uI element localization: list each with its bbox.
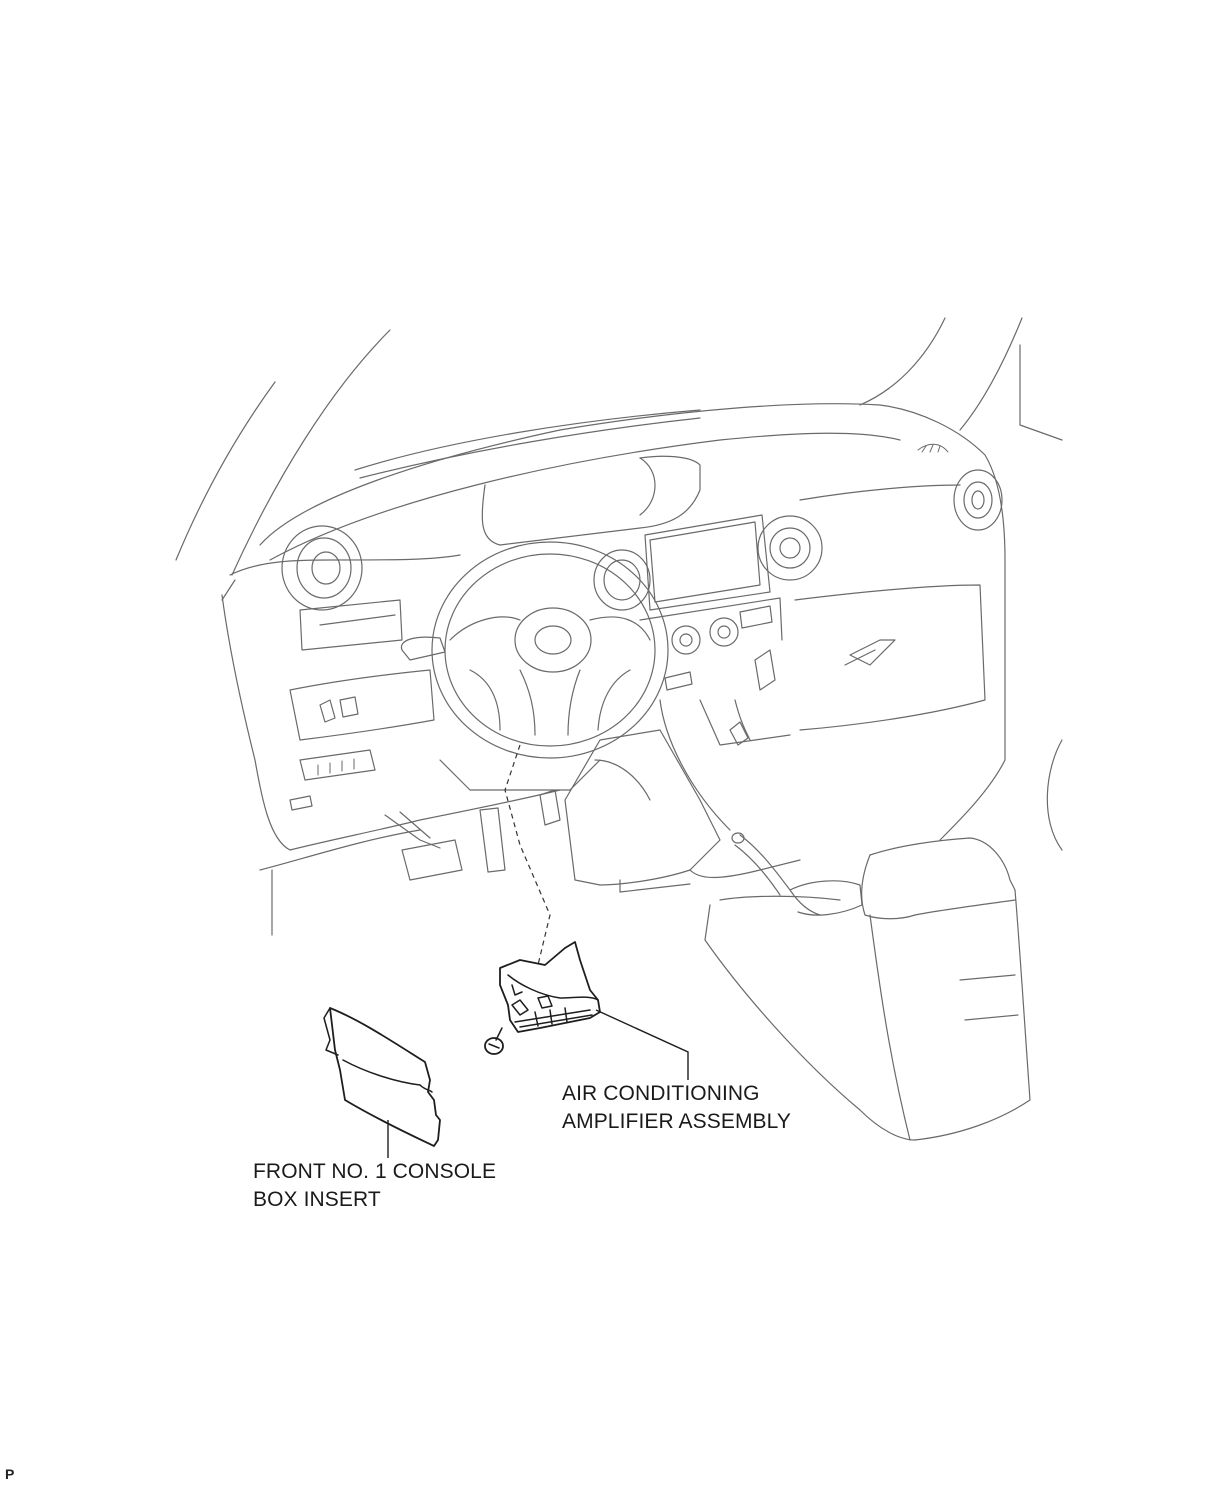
amplifier-label-line1: AIR CONDITIONING [562,1082,760,1105]
amplifier-label: AIR CONDITIONING AMPLIFIER ASSEMBLY [562,1080,791,1136]
left-switch-panels [289,599,446,811]
center-display [644,514,771,611]
amplifier-leader-line [595,1009,689,1080]
air-conditioning-amplifier-part [499,941,601,1033]
pedals [384,789,561,881]
right-air-vent [917,443,1003,531]
screw-icon [484,1027,504,1055]
left-air-vent [281,525,363,611]
audio-controls [639,597,783,691]
a-pillar-right [859,317,1063,851]
corner-mark: P [5,1466,15,1482]
steering-wheel [431,541,669,791]
shift-lever-console [704,832,1031,1141]
console-box-insert-part [323,1007,441,1147]
amplifier-label-line2: AMPLIFIER ASSEMBLY [562,1110,791,1133]
dashboard-body [221,403,1006,936]
center-console-lower [564,649,801,893]
a-pillar-left [175,329,391,576]
console-insert-label: FRONT NO. 1 CONSOLE BOX INSERT [253,1158,496,1214]
installation-guide-line [504,744,551,1011]
console-insert-label-line2: BOX INSERT [253,1188,381,1211]
console-insert-label-line1: FRONT NO. 1 CONSOLE [253,1160,497,1183]
